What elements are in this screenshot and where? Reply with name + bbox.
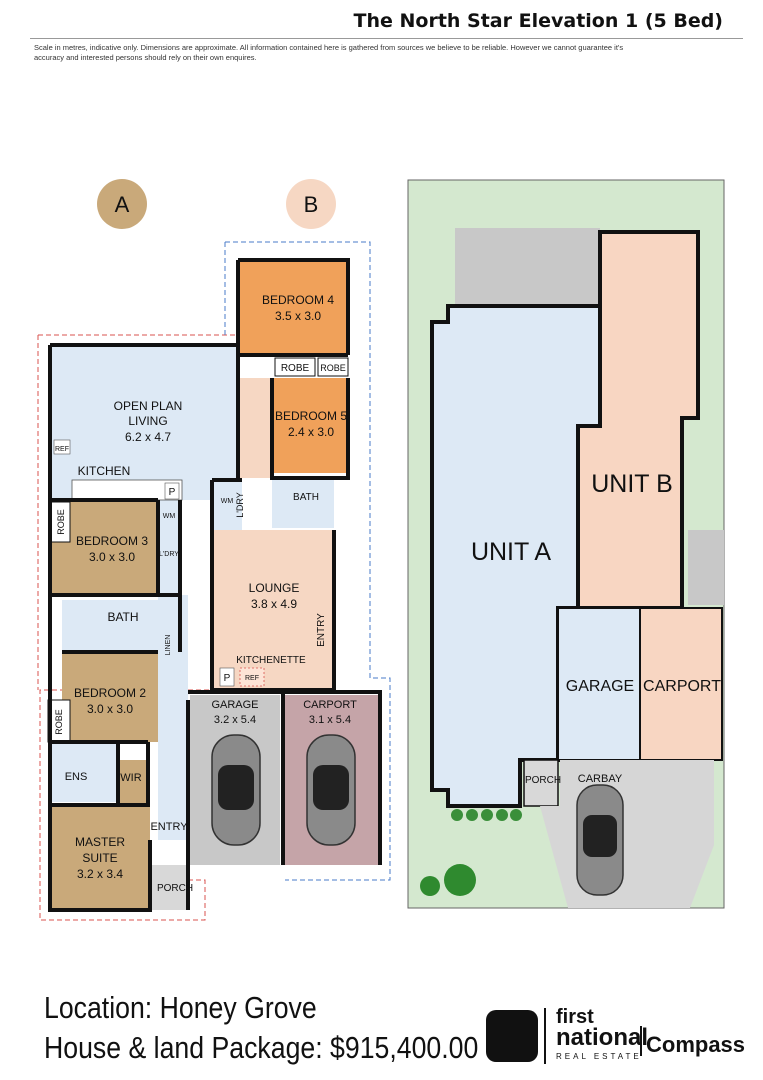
linen-label: LINEN: [165, 635, 172, 656]
robe-label-b3: ROBE: [56, 509, 66, 535]
site-unit-b-label: UNIT B: [591, 470, 673, 498]
wm-label-a: WM: [163, 513, 176, 520]
robe-label-b5: ROBE: [320, 363, 346, 373]
agency-logo: first national REAL ESTATE Compass: [486, 1004, 756, 1064]
bath-room-b: [272, 478, 334, 528]
wir-room: [118, 760, 148, 805]
pantry-label-b: P: [224, 673, 231, 684]
bedroom4-room: [238, 260, 348, 355]
lounge-room: [212, 530, 334, 690]
marker-a-badge: [97, 179, 147, 229]
bath-label-b: BATH: [293, 492, 319, 503]
location-text: Location: Honey Grove: [44, 990, 317, 1025]
marker-b-badge: [286, 179, 336, 229]
tree-icon: [420, 809, 522, 896]
open-plan-living-room: [50, 345, 238, 500]
pantry-label-a: P: [169, 487, 176, 498]
bedroom5-dims: 2.4 x 3.0: [288, 425, 334, 439]
ldry-label-a: L'DRY: [159, 551, 179, 558]
bedroom4-dims: 3.5 x 3.0: [275, 309, 321, 323]
ensuite-room: [52, 742, 118, 802]
header-divider: [30, 38, 743, 39]
living-label: LIVING: [128, 414, 167, 428]
ens-label: ENS: [65, 771, 88, 783]
lounge-label: LOUNGE: [249, 581, 300, 595]
site-carbay-label: CARBAY: [578, 773, 623, 785]
logo-line3: REAL ESTATE: [556, 1052, 642, 1061]
site-unit-a-label: UNIT A: [471, 538, 551, 566]
site-driveway: [540, 760, 714, 908]
logo-mark-icon: [486, 1010, 538, 1062]
ref-label-b: REF: [245, 675, 259, 682]
ldry-label-b: L'DRY: [235, 492, 245, 518]
bedroom5-room: [272, 378, 348, 473]
logo-line4: Compass: [646, 1032, 746, 1057]
unit-b-walls: [188, 258, 382, 865]
garage-dims: 3.2 x 5.4: [214, 714, 256, 726]
robe-b4: [274, 357, 316, 377]
site-neighbour-block: [455, 228, 600, 308]
bath-label-a: BATH: [107, 610, 138, 624]
bedroom3-dims: 3.0 x 3.0: [89, 550, 135, 564]
marker-b-label: B: [304, 192, 319, 217]
site-porch-label: PORCH: [525, 775, 561, 786]
open-plan-label: OPEN PLAN: [114, 399, 183, 413]
garage-label: GARAGE: [211, 699, 258, 711]
entry-label-a: ENTRY: [150, 821, 188, 833]
carport-label: CARPORT: [303, 699, 357, 711]
master-suite-room: [52, 805, 150, 910]
marker-a-label: A: [115, 192, 130, 217]
master-label: MASTER: [75, 835, 125, 849]
hallway-a: [158, 595, 188, 840]
bedroom2-label: BEDROOM 2: [74, 686, 146, 700]
page-title: The North Star Elevation 1 (5 Bed): [353, 10, 724, 32]
robe-label-b4: ROBE: [281, 363, 310, 374]
bedroom2-room: [62, 652, 158, 742]
bedroom4-label: BEDROOM 4: [262, 293, 334, 307]
disclaimer-text: Scale in metres, indicative only. Dimens…: [34, 43, 624, 62]
suite-label: SUITE: [82, 851, 117, 865]
carport-dims: 3.1 x 5.4: [309, 714, 351, 726]
car-icon: [576, 784, 624, 896]
robe-b5: [317, 357, 349, 377]
car-icon: [211, 734, 261, 846]
bedroom2-dims: 3.0 x 3.0: [87, 702, 133, 716]
logo-line1: first: [556, 1006, 594, 1028]
master-dims: 3.2 x 3.4: [77, 867, 123, 881]
bedroom5-label: BEDROOM 5: [275, 409, 347, 423]
package-price-text: House & land Package: $915,400.00: [44, 1030, 479, 1065]
entry-label-b: ENTRY: [316, 613, 327, 647]
unit-b-boundary: [225, 241, 391, 881]
logo-line2: national: [556, 1024, 649, 1051]
wir-label: WIR: [120, 772, 141, 784]
porch-label-a: PORCH: [157, 883, 193, 894]
bedroom3-label: BEDROOM 3: [76, 534, 148, 548]
ref-label-a: REF: [55, 446, 69, 453]
kitchenette-label: KITCHENETTE: [236, 655, 306, 666]
open-plan-dims: 6.2 x 4.7: [125, 430, 171, 444]
site-garage-label: GARAGE: [566, 678, 634, 695]
site-carport-label: CARPORT: [643, 678, 721, 695]
lounge-dims: 3.8 x 4.9: [251, 597, 297, 611]
porch-a: [150, 865, 188, 910]
laundry-b: [212, 480, 242, 530]
site-garage: [557, 607, 641, 761]
kitchen-label: KITCHEN: [78, 464, 131, 478]
wm-label-b: WM: [221, 498, 234, 505]
car-icon: [306, 734, 356, 846]
robe-label-b2: ROBE: [54, 709, 64, 735]
